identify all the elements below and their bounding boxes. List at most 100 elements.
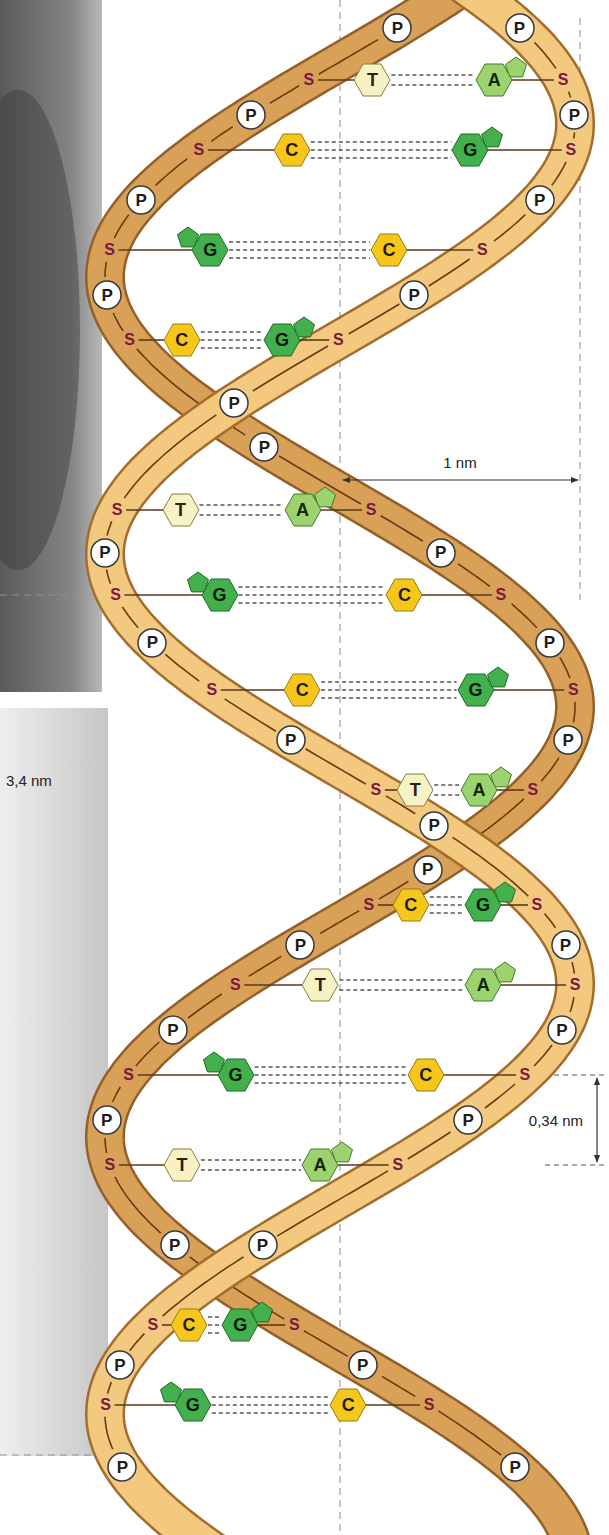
- base-hexagon: C: [164, 324, 200, 356]
- base-hexagon-outline: [386, 579, 422, 611]
- phosphate-outline: [286, 931, 314, 959]
- sugar-label: S: [371, 782, 382, 798]
- hydrogen-bond: [430, 897, 464, 913]
- base-hexagon: C: [284, 674, 320, 706]
- base-hexagon-outline: [264, 324, 300, 356]
- base-letter: G: [463, 141, 477, 159]
- backbone-line: [249, 956, 282, 976]
- base-hexagon: G: [264, 324, 300, 356]
- phosphate-circle: P: [547, 1015, 577, 1045]
- base-hexagon-outline: [218, 1059, 254, 1091]
- phosphate-letter: P: [167, 1022, 178, 1039]
- dimension-label: 3,4 nm: [6, 773, 52, 788]
- backbone-line: [105, 262, 106, 277]
- base-hexagon: G: [222, 1309, 258, 1341]
- base-letter: C: [419, 1066, 432, 1084]
- base-stem: [115, 1404, 176, 1406]
- hydrogen-bond: [201, 332, 263, 348]
- sugar-label: S: [148, 1317, 159, 1333]
- phosphate-letter: P: [534, 192, 545, 209]
- phosphate-outline: [220, 389, 248, 417]
- hydrogen-bond: [239, 587, 386, 603]
- phosphate-letter: P: [228, 395, 239, 412]
- phosphate-outline: [277, 726, 305, 754]
- phosphate-outline: [427, 539, 455, 567]
- backbone-line: [545, 914, 556, 928]
- base-hexagon: C: [386, 579, 422, 611]
- base-hexagon-outline: [458, 674, 494, 706]
- phosphate-outline: [93, 1106, 121, 1134]
- sugar-label: S: [104, 242, 115, 258]
- phosphate-letter: P: [463, 1112, 474, 1129]
- dna-strand: [105, 0, 575, 1535]
- phosphate-circle: P: [453, 1105, 483, 1135]
- backbone-line: [382, 1376, 415, 1396]
- base-letter: T: [176, 1156, 187, 1174]
- base-letter: G: [212, 586, 226, 604]
- phosphate-circle: P: [92, 1105, 122, 1135]
- dimension-line: [545, 1165, 606, 1166]
- base-hexagon-outline: [171, 1309, 207, 1341]
- phosphate-letter: P: [285, 732, 296, 749]
- base-letter: C: [182, 1316, 195, 1334]
- base-letter: T: [410, 781, 421, 799]
- base-letter: G: [229, 1066, 243, 1084]
- phosphate-letter: P: [422, 861, 433, 878]
- sugar-label: S: [570, 977, 581, 993]
- base-stem: [124, 594, 202, 596]
- base-hexagon-outline: [202, 579, 238, 611]
- sugar-label: S: [363, 897, 374, 913]
- backbone-line: [570, 997, 574, 1012]
- base-hexagon-outline: [192, 234, 228, 266]
- base-hexagon: T: [354, 64, 390, 96]
- base-stem: [126, 509, 164, 511]
- backbone-line: [115, 1177, 161, 1233]
- backbone-line: [429, 259, 470, 286]
- phosphate-outline: [548, 1016, 576, 1044]
- phosphate-outline: [159, 1016, 187, 1044]
- base-hexagon-outline: [285, 494, 321, 526]
- sugar-label: S: [477, 242, 488, 258]
- backbone-line: [122, 607, 138, 628]
- dna-strand-edge: [105, 0, 575, 1535]
- phosphate-circle: P: [219, 388, 249, 418]
- sugar-label: S: [194, 142, 205, 158]
- base-stem: [257, 1324, 285, 1326]
- hydrogen-bond: [229, 242, 370, 258]
- sugar-label: S: [100, 1397, 111, 1413]
- base-hexagon-outline: [164, 324, 200, 356]
- phosphate-letter: P: [514, 20, 525, 37]
- base-hexagon: C: [171, 1309, 207, 1341]
- base-hexagon-outline: [397, 774, 433, 806]
- sugar-label: S: [206, 682, 217, 698]
- phosphate-letter: P: [117, 1459, 128, 1476]
- backbone-line: [113, 313, 123, 331]
- backbone-line: [108, 1382, 112, 1394]
- base-stem: [337, 1164, 389, 1166]
- base-stem: [221, 689, 285, 691]
- base-hexagon: G: [192, 234, 228, 266]
- base-letter: C: [296, 681, 309, 699]
- base-stem: [500, 984, 566, 986]
- backbone-line: [105, 1417, 113, 1450]
- hydrogen-bond: [255, 1067, 407, 1083]
- base-letter: C: [175, 331, 188, 349]
- base-stem: [496, 789, 524, 791]
- dna-strands: [105, 0, 575, 1535]
- phosphate-outline: [93, 281, 121, 309]
- backbone-line: [535, 42, 556, 68]
- backbone-line: [541, 758, 559, 782]
- phosphate-letter: P: [556, 1022, 567, 1039]
- base-letter: C: [383, 241, 396, 259]
- base-hexagon: C: [371, 234, 407, 266]
- phosphate-outline: [560, 101, 588, 129]
- base-stem: [119, 249, 194, 251]
- dimension-arrow: [596, 1078, 597, 1162]
- backbone-line: [573, 133, 575, 139]
- hydrogen-bond: [321, 682, 457, 698]
- base-stem: [139, 339, 165, 341]
- phosphate-outline: [400, 281, 428, 309]
- dna-strand-edge: [105, 0, 575, 1535]
